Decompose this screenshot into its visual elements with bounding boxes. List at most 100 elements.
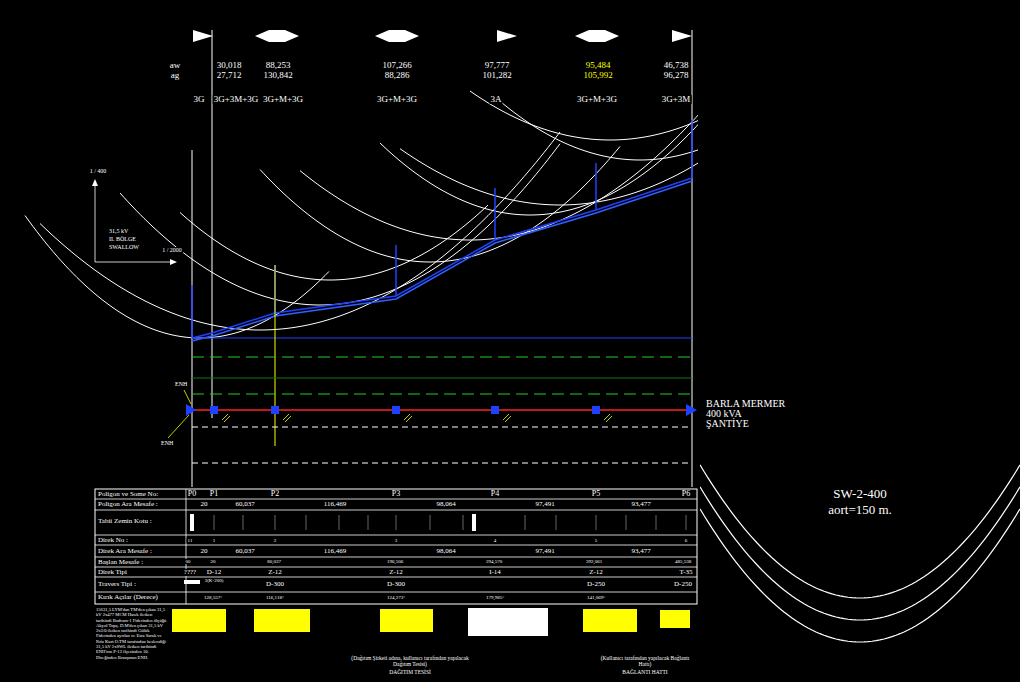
label: 3G (193, 95, 206, 104)
scale-arrow (170, 259, 177, 265)
elevation-mark (190, 514, 194, 531)
scale-arrow (92, 179, 98, 186)
label: 20 (200, 548, 209, 555)
boundary-line (192, 357, 692, 358)
line-route (192, 409, 692, 411)
label: 93,477 (630, 501, 651, 508)
sag-curve (400, 149, 698, 205)
label: 2(K-200) (204, 578, 225, 583)
sag-curve (180, 205, 488, 280)
leader-line (168, 415, 189, 438)
branch-line (275, 265, 276, 446)
label: Poligon ve Some No: (97, 491, 159, 498)
elevation-tick (556, 515, 557, 530)
profile-table (95, 489, 697, 604)
pole-line (494, 188, 496, 240)
elevation-mark (472, 514, 476, 531)
label: ag (170, 71, 181, 80)
boundary-line (192, 378, 692, 379)
label: 116,469 (323, 548, 348, 555)
label: Z-12 (588, 569, 604, 576)
label: 1 / 400 (89, 168, 108, 174)
label: 60,037 (234, 548, 255, 555)
label: 116,118° (265, 595, 285, 600)
label: aw (169, 61, 182, 70)
elevation-tick (463, 515, 464, 530)
diamond-marker (255, 30, 299, 42)
label: 392,061 (585, 559, 603, 564)
label: 95,484 (585, 61, 612, 70)
table-rule (95, 510, 697, 511)
label: 98,064 (435, 501, 456, 508)
template-curves (700, 465, 1020, 642)
label: Z-12 (388, 569, 404, 576)
sag-curve (260, 146, 620, 262)
label: D-250 (586, 581, 606, 588)
label: Direk Ara Mesafe : (97, 548, 153, 555)
elevation-tick (430, 515, 431, 530)
label: P3 (391, 490, 401, 498)
redaction-block (172, 609, 226, 632)
sag-curves (25, 91, 698, 338)
elevation-tick (214, 515, 215, 530)
label: 196,506 (386, 559, 404, 564)
ground-profile (192, 181, 692, 341)
stay-symbol (285, 416, 291, 422)
label: T-35 (679, 569, 694, 576)
label: P0 (187, 490, 197, 498)
table-rule (95, 535, 697, 536)
label: ŞANTİYE (705, 419, 750, 430)
elevation-tick (525, 515, 526, 530)
label: ENH (174, 381, 188, 387)
elevation-tick (596, 515, 597, 530)
label: D-300 (265, 581, 285, 588)
pennant-marker (672, 30, 692, 42)
label: 27,712 (216, 71, 243, 80)
label: 116,469 (323, 501, 348, 508)
redaction-block (380, 609, 433, 632)
sag-template-curve (700, 509, 1020, 642)
end-triangle (186, 404, 196, 416)
label: 294,570 (485, 559, 503, 564)
label: Direk No : (97, 537, 129, 544)
label: ENH (160, 440, 174, 446)
pole-symbol (271, 406, 279, 414)
label: 15631,5 LYM'dan TM'den çıkan 31,5 kV 2x4… (95, 607, 169, 660)
redaction-block (468, 608, 548, 636)
datum-line (192, 337, 692, 338)
label: 88,286 (384, 71, 411, 80)
label: Kırık Açılar (Derece) (97, 594, 159, 601)
redaction-block (583, 609, 637, 632)
elevation-tick (275, 515, 276, 530)
elevation-tick (686, 515, 687, 530)
crossarm-mark (184, 580, 200, 584)
scale-axis (95, 262, 172, 263)
label: 30,018 (216, 61, 243, 70)
road-line (192, 463, 692, 464)
drawing-line (212, 30, 213, 418)
label: 60,037 (234, 501, 255, 508)
sag-template-curve (700, 487, 1020, 620)
label: BARLA MERMER (705, 399, 786, 410)
label: I-14 (488, 569, 502, 576)
label: SWALLOW (108, 244, 140, 250)
ground-profile (192, 178, 692, 338)
label: BAĞLANTI HATTI (621, 670, 668, 676)
label: 97,491 (534, 501, 555, 508)
label: 400 kVA (705, 409, 743, 420)
sag-curve (25, 216, 329, 338)
label: II. BÖLGE (108, 236, 137, 242)
label: 1 (212, 538, 217, 543)
label: 97,777 (484, 61, 511, 70)
stay-symbol (406, 416, 412, 422)
table-rule (95, 545, 697, 546)
label: 179,985° (485, 595, 505, 600)
label: D-250 (673, 581, 693, 588)
elevation-tick (396, 515, 397, 530)
table-rule (95, 592, 697, 593)
pole-line (595, 163, 597, 210)
label: P2 (270, 490, 280, 498)
label: 96,278 (663, 71, 690, 80)
